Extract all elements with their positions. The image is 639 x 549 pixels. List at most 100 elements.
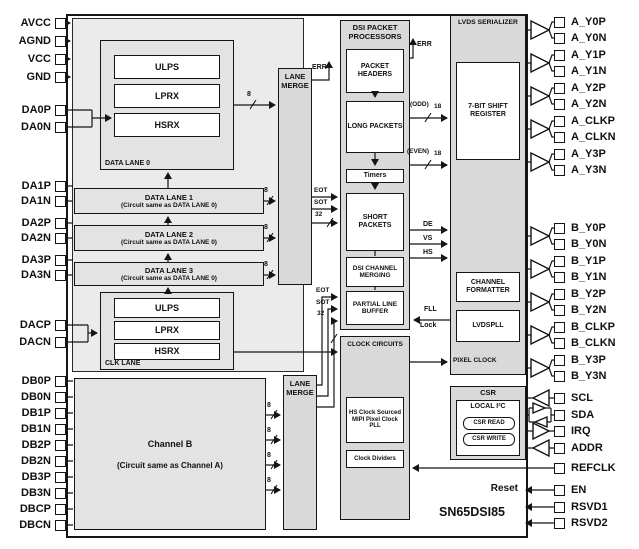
reset-label: Reset (490, 483, 518, 494)
lvds-driver-icon (530, 291, 551, 313)
pin-pad (554, 82, 565, 94)
odd-label: (ODD) (410, 101, 429, 108)
lprx-box-c: LPRX (114, 321, 220, 340)
pin-a-y0n: A_Y0N (554, 32, 606, 44)
csr-block: CSR LOCAL I²C CSR READ CSR WRITE (450, 386, 526, 460)
hsrx-label: HSRX (154, 119, 180, 130)
output-buffer-icon (532, 421, 551, 441)
pin-vcc: VCC (8, 53, 66, 65)
pin-pad (554, 238, 565, 250)
pin-dbcp: DBCP (8, 503, 66, 515)
pin-label: DA1N (21, 195, 51, 207)
pin-da0p: DA0P (8, 104, 66, 116)
pin-pad (554, 337, 565, 349)
pin-label: B_Y2N (571, 304, 607, 316)
pin-pad (554, 304, 565, 316)
vs-label: VS (423, 235, 433, 242)
bus32-a-label: 32 (315, 211, 323, 218)
pin-label: B_Y1N (571, 271, 607, 283)
data-lane3-title: DATA LANE 3 (144, 266, 194, 275)
data-lane2-subtitle: (Circuit same as DATA LANE 0) (121, 239, 217, 246)
pin-label: DA0P (21, 104, 51, 116)
pin-label: A_Y0N (571, 32, 607, 44)
pin-db3n: DB3N (8, 487, 66, 499)
data-lane1-block: DATA LANE 1(Circuit same as DATA LANE 0) (74, 188, 264, 214)
short-packets-box: SHORT PACKETS (346, 193, 404, 251)
clock-dividers-label: Clock Dividers (354, 455, 396, 462)
pixel-clock-pll-label: HS Clock Sourced MIPI Pixel Clock PLL (348, 409, 401, 430)
shift-register-box: 7-BIT SHIFT REGISTER (456, 62, 520, 160)
pin-pad (554, 370, 565, 382)
pin-a-clkn: A_CLKN (554, 131, 616, 143)
pin-label: EN (571, 484, 587, 496)
dsi-title: DSI PACKET PROCESSORS (348, 23, 402, 41)
lvds-driver-icon (530, 324, 551, 346)
hsrx-box-c: HSRX (114, 343, 220, 360)
pin-label: SDA (571, 409, 595, 421)
pin-b-y3p: B_Y3P (554, 354, 606, 366)
pin-label: A_Y2P (571, 82, 606, 94)
pin-db0p: DB0P (8, 375, 66, 387)
pin-label: B_Y3P (571, 354, 606, 366)
pin-dbcn: DBCN (8, 519, 66, 531)
pin-refclk: REFCLK (554, 462, 616, 474)
pin-pad (55, 487, 66, 499)
pin-label: REFCLK (571, 462, 616, 474)
local-i2c-label: LOCAL I²C (470, 403, 506, 410)
pin-addr: ADDR (554, 442, 603, 454)
pin-label: B_Y0N (571, 238, 607, 250)
pin-label: DBCN (19, 519, 51, 531)
pin-label: DB1P (21, 407, 51, 419)
long-packets-label: LONG PACKETS (347, 122, 403, 130)
pin-a-y2n: A_Y2N (554, 98, 606, 110)
hsrx-label: HSRX (154, 346, 180, 357)
pin-label: DB3P (21, 471, 51, 483)
data-lane0-block: ULPS LPRX HSRX DATA LANE 0 (100, 40, 234, 170)
pin-a-clkp: A_CLKP (554, 115, 615, 127)
ulps-box-a: ULPS (114, 55, 220, 79)
pin-label: B_Y0P (571, 222, 606, 234)
sot-b-label: SOT (316, 299, 330, 306)
clock-dividers-box: Clock Dividers (346, 450, 404, 468)
data-lane3-block: DATA LANE 3(Circuit same as DATA LANE 0) (74, 262, 264, 286)
fll-label: FLL (424, 306, 437, 313)
hsrx-box-a: HSRX (114, 113, 220, 137)
pin-pad (554, 409, 565, 421)
pin-b-clkp: B_CLKP (554, 321, 615, 333)
pin-pad (55, 455, 66, 467)
lvds-pll-box: LVDSPLL (456, 310, 520, 342)
clock-circuits-block: CLOCK CIRCUITS HS Clock Sourced MIPI Pix… (340, 336, 410, 520)
pin-a-y3p: A_Y3P (554, 148, 606, 160)
sot-a-label: SOT (314, 199, 328, 206)
pin-b-clkn: B_CLKN (554, 337, 616, 349)
pin-pad (55, 391, 66, 403)
pin-label: AGND (18, 35, 51, 47)
pin-label: DB1N (21, 423, 51, 435)
ulps-box-c: ULPS (114, 298, 220, 318)
pin-label: DA3P (21, 254, 51, 266)
pin-label: A_Y1P (571, 49, 606, 61)
channel-formatter-box: CHANNEL FORMATTER (456, 272, 520, 302)
pin-dacp: DACP (8, 319, 66, 331)
pin-pad (554, 442, 565, 454)
wires (64, 19, 554, 527)
lprx-box-a: LPRX (114, 84, 220, 108)
even-label: (EVEN) (407, 148, 430, 155)
pin-label: DA0N (21, 121, 51, 133)
err-dsi-label: ERR (417, 41, 432, 48)
pin-da1p: DA1P (8, 180, 66, 192)
pin-pad (554, 354, 565, 366)
pin-da0n: DA0N (8, 121, 66, 133)
channel-b-block: Channel B(Circuit same as Channel A) (74, 378, 266, 530)
even-width-label: 18 (434, 150, 442, 157)
pin-pad (55, 407, 66, 419)
pin-pad (55, 423, 66, 435)
timers-label: Timers (363, 171, 387, 179)
pin-pad (554, 222, 565, 234)
pin-label: VCC (27, 53, 51, 65)
bus8-label: 8 (264, 224, 268, 231)
lane-merge-a-block: LANE MERGE (278, 68, 312, 285)
pin-pad (554, 65, 565, 77)
pin-label: SCL (571, 392, 593, 404)
